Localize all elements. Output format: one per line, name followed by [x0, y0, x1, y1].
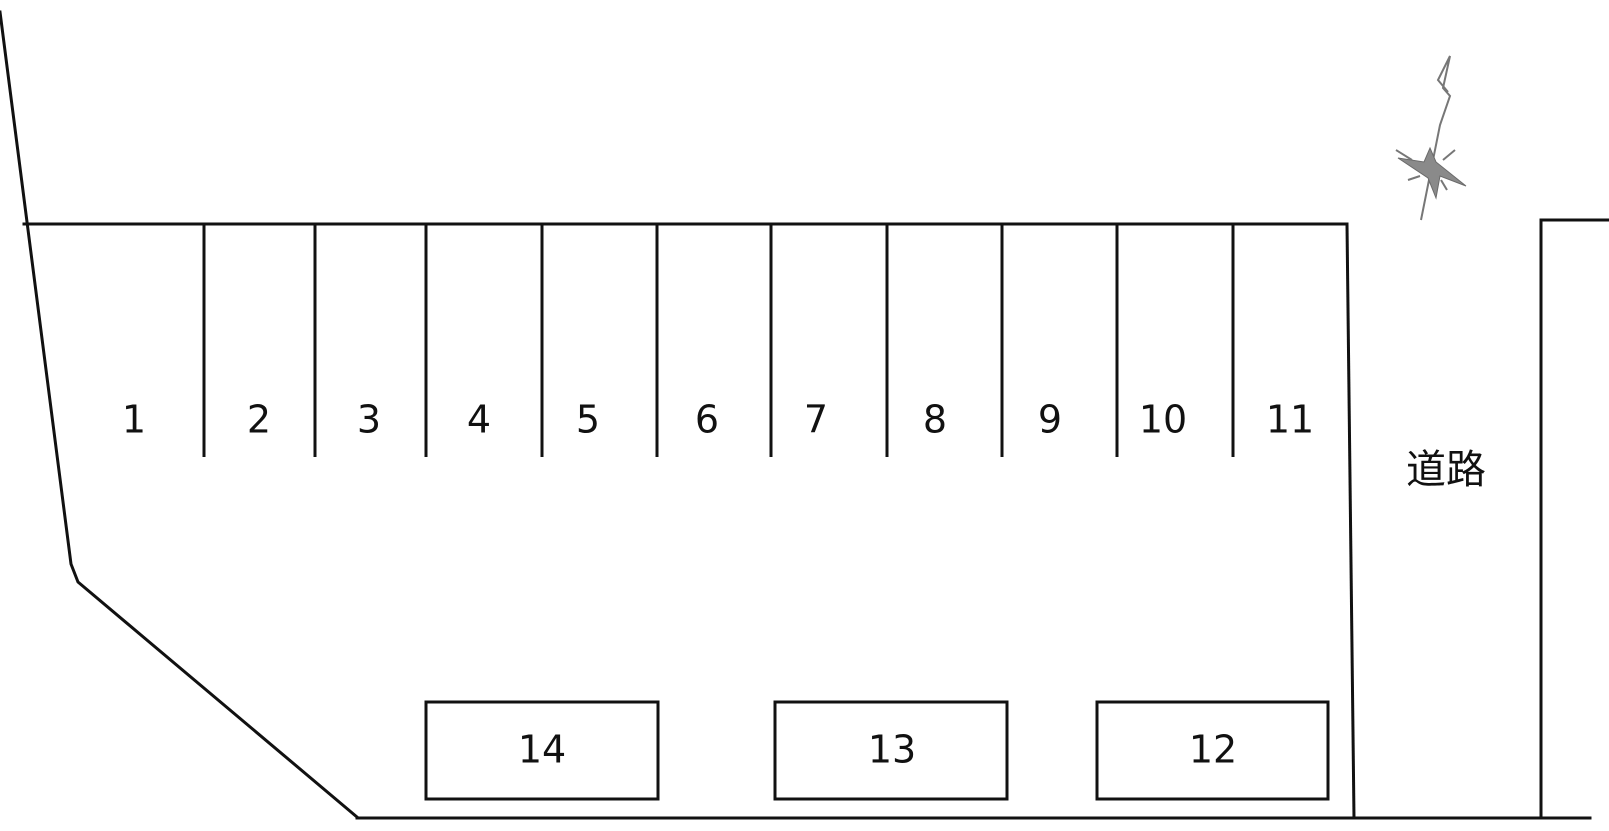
- space-label-12: 12: [1189, 728, 1237, 772]
- space-dividers: [202, 224, 1235, 457]
- top-space-labels: 1 2 3 4 5 6 7 8 9 10 11: [122, 398, 1314, 442]
- space-label-4: 4: [467, 398, 491, 442]
- compass-ray: [1407, 175, 1421, 181]
- adjacent-building-outline: [1539, 218, 1609, 820]
- space-label-6: 6: [695, 398, 719, 442]
- compass-ray: [1440, 179, 1448, 191]
- space-label-9: 9: [1038, 398, 1062, 442]
- space-label-1: 1: [122, 398, 146, 442]
- space-box-14: [424, 700, 660, 801]
- lot-left-boundary: [0, 10, 360, 820]
- north-arrow-compass-icon: [1395, 55, 1467, 221]
- bottom-spaces: 14 13 12: [424, 700, 1330, 801]
- space-label-3: 3: [357, 398, 381, 442]
- space-label-14: 14: [518, 728, 566, 772]
- space-box-12: [1095, 700, 1330, 801]
- compass-needle: [1420, 55, 1452, 221]
- compass-ray: [1395, 149, 1413, 161]
- space-label-2: 2: [247, 398, 271, 442]
- compass-ray: [1442, 149, 1456, 161]
- space-label-7: 7: [804, 398, 828, 442]
- compass-star: [1397, 146, 1467, 200]
- space-label-13: 13: [868, 728, 916, 772]
- space-label-8: 8: [923, 398, 947, 442]
- space-label-5: 5: [576, 398, 600, 442]
- space-box-13: [773, 700, 1009, 801]
- space-label-11: 11: [1266, 398, 1314, 442]
- lot-outline: [0, 10, 1609, 820]
- lot-right-boundary: [1345, 222, 1356, 820]
- road-label: 道路: [1406, 447, 1486, 493]
- space-label-10: 10: [1139, 398, 1187, 442]
